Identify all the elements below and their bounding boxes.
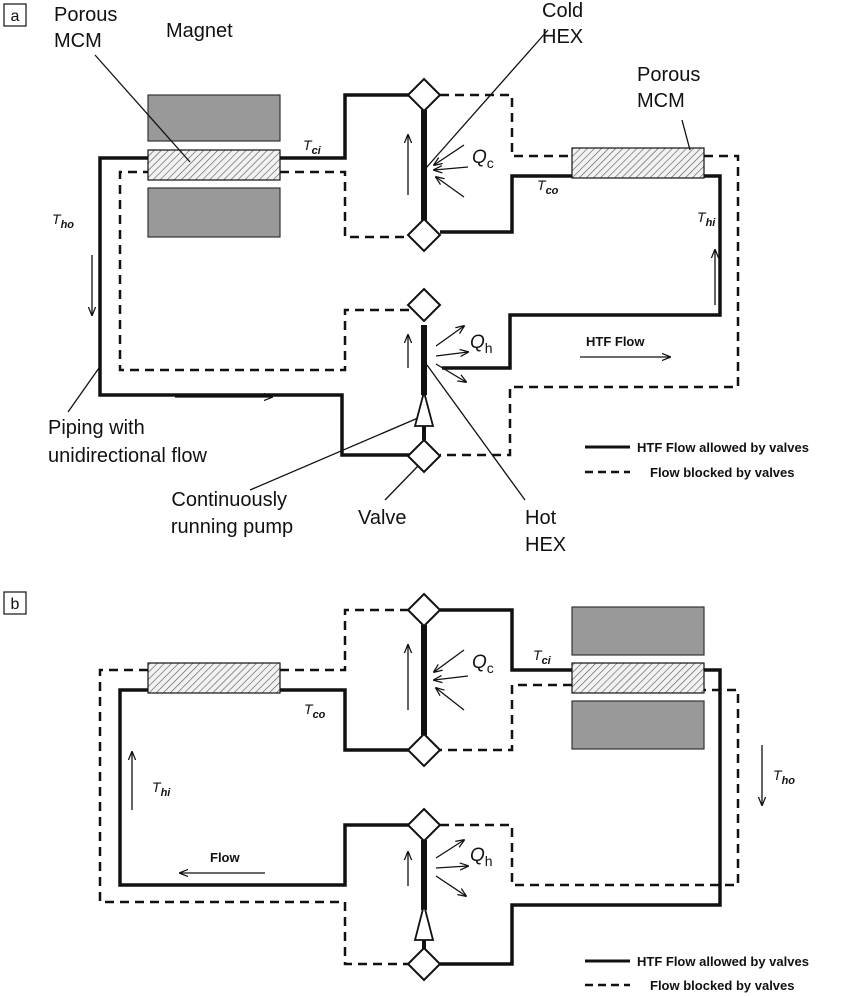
t-hi-label-a: Thi: [697, 209, 716, 229]
q-h-label-a: Qh: [470, 332, 493, 356]
valve-label: Valve: [358, 507, 407, 529]
pipe-mcm-to-cold-hex: [280, 93, 409, 160]
t-ci-label-b: Tci: [533, 647, 552, 667]
t-hi-label-b: Thi: [152, 779, 171, 799]
qh-arrow-3-b: [435, 875, 466, 896]
panel-a-label: a: [11, 8, 20, 25]
pump-label: Continuously running pump: [171, 489, 293, 538]
legend-dashed-label-b: Flow blocked by valves: [650, 978, 795, 993]
valve-hot-top-b: [406, 807, 442, 843]
pipe-mcm-to-cold-hex-b: [280, 688, 409, 752]
qc-arrow-2-b: [434, 676, 469, 680]
piping-label: Piping with unidirectional flow: [48, 417, 208, 467]
panel-a: a: [3, 0, 809, 556]
qh-arrow-1: [435, 326, 464, 347]
hot-hex-label: Hot HEX: [525, 507, 566, 556]
pump-icon-b: [413, 904, 435, 941]
valve-cold-top-b: [406, 592, 442, 628]
leader-valve: [384, 465, 419, 501]
t-ho-label-b: Tho: [773, 767, 795, 787]
q-c-label-b: Qc: [472, 652, 494, 676]
cold-hex-label: Cold HEX: [542, 0, 589, 48]
qc-arrow-3: [436, 177, 465, 198]
qh-arrow-2-b: [435, 866, 468, 868]
pipe-mcm-to-hot-valve-b: [440, 668, 722, 966]
qh-arrow-1-b: [435, 840, 464, 859]
valve-cold-top: [406, 77, 442, 113]
panel-b: b: [3, 591, 809, 993]
porous-mcm-right: [571, 147, 705, 179]
blocked-cold-hex-top: [440, 93, 572, 158]
t-co-label-b: Tco: [304, 701, 326, 721]
blocked-right-loop: [440, 154, 740, 457]
pump-icon: [413, 388, 435, 427]
q-c-label-a: Qc: [472, 147, 494, 171]
qh-arrow-2: [435, 352, 468, 356]
t-ho-label-a: Tho: [52, 211, 74, 231]
pipe-hot-hex-to-mcm-b: [118, 688, 409, 887]
porous-mcm-right-label: Porous MCM: [637, 64, 706, 112]
qc-arrow-3-b: [436, 688, 465, 711]
leader-porous-mcm-left: [94, 54, 191, 163]
qc-arrow-1: [434, 144, 465, 165]
pipe-cold-hex-to-hot-hex: [440, 174, 722, 370]
panel-b-label: b: [11, 596, 20, 613]
magnet-bottom: [147, 187, 281, 238]
q-h-label-b: Qh: [470, 845, 493, 869]
blocked-cold-hex-bottom-b: [440, 683, 572, 752]
t-ci-label-a: Tci: [303, 137, 322, 157]
valve-hot-bottom-b: [406, 946, 442, 982]
qh-arrow-3: [435, 363, 466, 382]
legend-solid-label-a: HTF Flow allowed by valves: [637, 440, 809, 455]
leader-hot-hex: [426, 364, 526, 501]
blocked-left-loop-b: [98, 668, 409, 966]
pipe-pump-to-mcm: [98, 156, 415, 457]
legend-dashed-label-a: Flow blocked by valves: [650, 465, 795, 480]
qc-arrow-2: [434, 167, 469, 170]
valve-cold-bottom: [406, 217, 442, 253]
valve-cold-bottom-b: [406, 732, 442, 768]
magnet-label: Magnet: [166, 20, 233, 42]
porous-mcm-left-label: Porous MCM: [54, 4, 123, 52]
qc-arrow-1-b: [434, 649, 465, 672]
panel-b-label-box: [3, 591, 27, 615]
t-co-label-a: Tco: [537, 177, 559, 197]
pipe-cold-hex-to-mcm-b: [440, 608, 572, 672]
blocked-cold-hex-top-b: [280, 608, 409, 672]
magnet-bottom-b: [571, 700, 705, 750]
porous-mcm-right-b: [571, 662, 705, 694]
magnet-top: [147, 94, 281, 142]
blocked-right-loop-b: [440, 688, 740, 887]
leader-cold-hex: [425, 29, 549, 169]
leader-piping: [67, 367, 100, 413]
legend-solid-label-b: HTF Flow allowed by valves: [637, 954, 809, 969]
magnet-top-b: [571, 606, 705, 656]
blocked-mcm-bottom: [280, 170, 409, 239]
flow-label-b: Flow: [210, 850, 240, 865]
leader-porous-mcm-right: [681, 119, 691, 151]
porous-mcm-left: [147, 149, 281, 181]
htf-flow-label: HTF Flow: [586, 334, 645, 349]
blocked-left-loop: [118, 170, 409, 372]
porous-mcm-left-b: [147, 662, 281, 694]
valve-hot-top: [406, 287, 442, 323]
valve-hot-bottom: [406, 438, 442, 474]
leader-pump: [249, 417, 419, 491]
panel-a-label-box: [3, 3, 27, 27]
